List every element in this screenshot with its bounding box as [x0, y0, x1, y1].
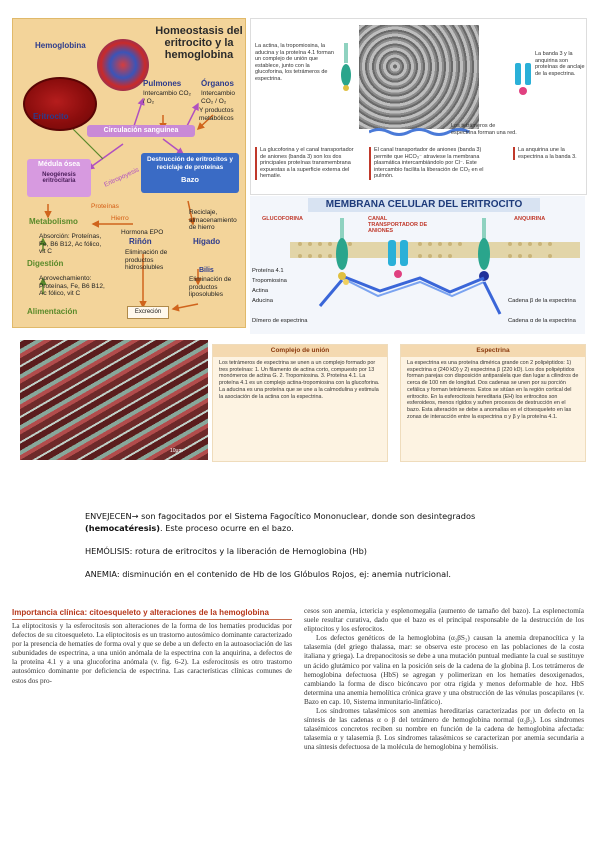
right-para-1: cesos son anemia, ictericia y esplenomeg… [304, 607, 584, 634]
organs-sub: Intercambio CO₂ / O₂ [201, 90, 235, 105]
bone-marrow-label: Médula ósea [37, 161, 80, 168]
spectrin-dimer-label: Dímero de espectrina [252, 318, 308, 324]
actin-label: Actina [252, 288, 269, 294]
erythrocyte-illustration [23, 77, 97, 131]
note-junction-complex: La actina, la tropomiosina, la aducina y… [255, 43, 334, 82]
note-anion-channel: El canal transportador de aniones (banda… [369, 147, 484, 180]
note-band3: La banda 3 y la anquirina son proteínas … [535, 51, 585, 77]
cytoskeleton-panel: La actina, la tropomiosina, la aducina y… [250, 18, 587, 195]
membrane-banner: MEMBRANA CELULAR DEL ERITROCITO [308, 198, 540, 212]
membrane-diagram: MEMBRANA CELULAR DEL ERITROCITO GLUCOFOR… [250, 196, 585, 334]
spectrin-text: La espectrina es una proteína dimérica g… [407, 360, 579, 420]
recycling-label: Reciclaje, almacenamiento de hierro [189, 209, 237, 231]
glycophorin-icon [341, 43, 351, 91]
organs-sub2: Y productos metabólicos [199, 107, 234, 122]
beta-chain-label: Cadena β de la espectrina [508, 298, 576, 304]
diagram-title: Homeostasis del eritrocito y la hemoglob… [155, 25, 243, 61]
membrane-illustration [290, 218, 580, 315]
diagram-arrows [39, 97, 214, 312]
note-aging-c: . Este proceso ocurre en el bazo. [160, 523, 294, 533]
destruction-label: Destrucción de eritrocitos y reciclaje d… [147, 156, 233, 171]
lungs-label: Pulmones [143, 79, 182, 88]
junction-complex-title: Complejo de unión [213, 345, 387, 357]
note-ankyrin: La anquirina une la espectrina a la band… [513, 147, 586, 161]
spectrin-box: Espectrina La espectrina es una proteína… [400, 344, 586, 462]
clinical-heading: Importancia clínica: citoesqueleto y alt… [12, 607, 292, 620]
bone-marrow-box: Médula ósea Neogénesis eritrocitaria [27, 159, 91, 197]
iron-label: Hierro [111, 215, 129, 222]
bile-sub: Eliminación de productos liposolubles [189, 276, 232, 298]
hemoglobin-illustration [97, 39, 149, 91]
digestion-label: Digestión [27, 259, 64, 268]
erythrocyte-label: Eritrocito [33, 112, 69, 121]
right-column: cesos son anemia, ictericia y esplenomeg… [304, 607, 584, 753]
junction-complex-text: Los tetrámeros de espectrina se unen a u… [219, 360, 380, 400]
muscle-micrograph: 10μm [20, 340, 208, 460]
band3-icon [515, 63, 531, 95]
organs-label: Órganos [201, 79, 234, 88]
protein41-label: Proteína 4.1 [252, 268, 284, 274]
textbook-excerpt: Importancia clínica: citoesqueleto y alt… [12, 607, 587, 827]
adducin-label: Aducina [252, 298, 273, 304]
spleen-box: Destrucción de eritrocitos y reciclaje d… [141, 153, 239, 193]
alpha-chain-label: Cadena α de la espectrina [508, 318, 576, 324]
epo-label: Hormona EPO [121, 229, 164, 236]
neogenesis-label: Neogénesis eritrocitaria [42, 172, 76, 184]
tropomyosin-label: Tropomiosina [252, 278, 287, 284]
junction-complex-box: Complejo de unión Los tetrámeros de espe… [212, 344, 388, 462]
right-para-3: Los síndromes talasémicos son anemias he… [304, 707, 584, 752]
note-glycophorin: La glucoforina y el canal transportador … [255, 147, 360, 180]
homeostasis-diagram: Homeostasis del eritrocito y la hemoglob… [12, 18, 246, 328]
anion-channel-label: CANAL TRANSPORTADOR DE ANIONES [368, 216, 428, 234]
food-label: Alimentación [27, 307, 78, 316]
study-notes: ENVEJECEN→ son fagocitados por el Sistem… [85, 510, 545, 591]
cytoskeleton-micrograph [359, 25, 479, 129]
spectrin-network-icon [369, 128, 470, 136]
note-aging-a: ENVEJECEN→ son fagocitados por el Sistem… [85, 511, 476, 521]
utilization-text: Aprovechamiento: Proteínas, Fe, B6 B12, … [39, 275, 105, 297]
spleen-label: Bazo [181, 175, 199, 184]
kidney-label: Riñón [129, 237, 152, 246]
note-hemolysis: HEMÓLISIS: rotura de eritrocitos y la li… [85, 546, 367, 556]
spectrin-title: Espectrina [401, 345, 585, 357]
lungs-sub: Intercambio CO₂ / O₂ [143, 90, 192, 105]
note-aging-b: (hemocatéresis) [85, 523, 161, 533]
note-aging: ENVEJECEN→ son fagocitados por el Sistem… [85, 510, 545, 534]
liver-label: Hígado [193, 237, 221, 246]
metabolism-label: Metabolismo [29, 217, 78, 226]
hemoglobin-label: Hemoglobina [35, 41, 86, 50]
bile-label: Bilis [199, 267, 214, 274]
absorption-text: Absorción: Proteínas, Fe, B6 B12, Ac fól… [39, 233, 102, 255]
note-anemia: ANEMIA: disminución en el contenido de H… [85, 569, 452, 579]
note-spectrin-network: Los tetrámeros de espectrina forman una … [451, 123, 517, 136]
spectrin-panel: 10μm Complejo de unión Los tetrámeros de… [20, 340, 586, 466]
glycophorin-label: GLUCOFORINA [262, 216, 303, 222]
proteins-label: Proteínas [91, 203, 119, 210]
scale-label: 10μm [170, 448, 183, 454]
ankyrin-label: ANQUIRINA [514, 216, 546, 222]
kidney-sub: Eliminación de productos hidrosolubles [125, 249, 168, 271]
right-para-2: Los defectos genéticos de la hemoglobina… [304, 634, 584, 706]
excretion-box: Excreción [127, 306, 169, 319]
left-column: Importancia clínica: citoesqueleto y alt… [12, 607, 292, 686]
left-column-text: La eliptocitosis y la esferocitosis son … [12, 622, 292, 685]
circulation-box: Circulación sanguínea [87, 125, 195, 137]
